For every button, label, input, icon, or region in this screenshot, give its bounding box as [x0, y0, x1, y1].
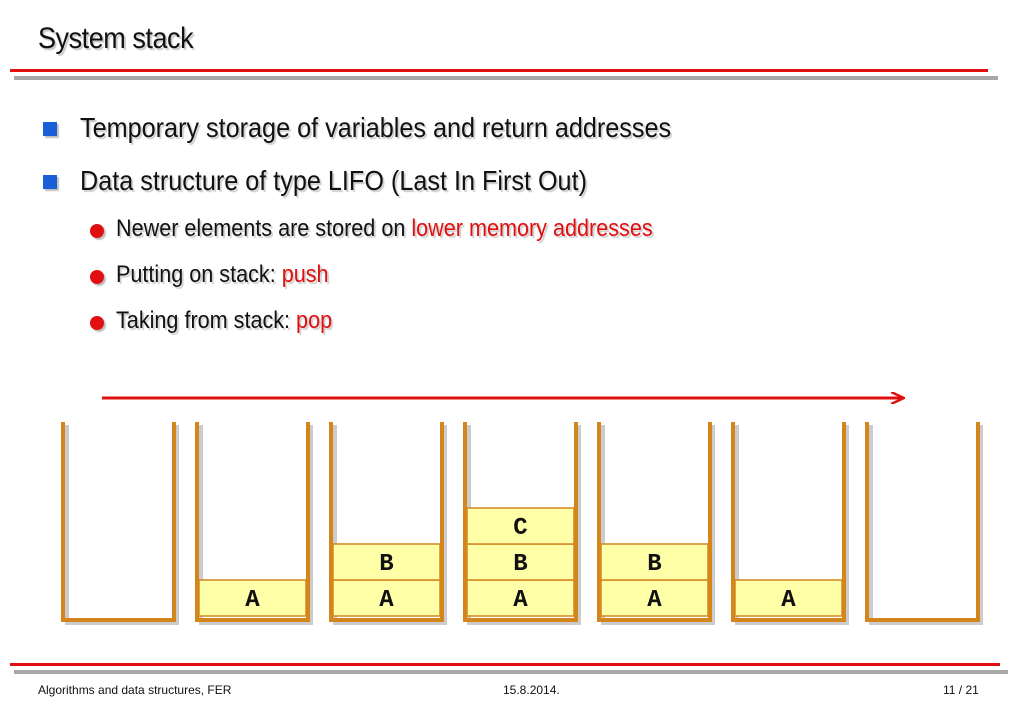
- stack-container: A: [195, 422, 313, 625]
- footer-rule-red: [10, 663, 1000, 666]
- title-rule-red: [10, 69, 988, 72]
- stack-cell: [600, 579, 709, 617]
- stack-outline: [597, 422, 712, 622]
- stack-outline: [731, 422, 846, 622]
- footer-page-number: 11 / 21: [943, 683, 979, 697]
- stack-cell-label: C: [513, 515, 527, 542]
- stack-shadow: [735, 425, 849, 625]
- sub-bullet-item: Newer elements are stored on lower memor…: [116, 215, 653, 243]
- stack-outline: [195, 422, 310, 622]
- stack-outline: [61, 422, 176, 622]
- bullet-item: Temporary storage of variables and retur…: [80, 112, 672, 143]
- stack-cell-label: A: [513, 587, 528, 614]
- sub-bullet-highlight: pop: [296, 307, 333, 334]
- sub-bullet-item: Taking from stack: pop: [116, 307, 332, 335]
- stack-outline: [329, 422, 444, 622]
- stack-cell-label: A: [781, 587, 796, 614]
- title-rule-gray: [14, 76, 998, 80]
- stack-container: AB: [329, 422, 447, 625]
- stack-cell-label: A: [245, 587, 260, 614]
- sub-bullet-text: Putting on stack:: [116, 261, 282, 288]
- stack-outline: [865, 422, 980, 622]
- stack-outline: [463, 422, 578, 622]
- sub-bullet-item: Putting on stack: push: [116, 261, 329, 289]
- round-bullet-icon: [90, 316, 104, 330]
- stack-cell-label: B: [379, 551, 393, 578]
- stack-cell-label: A: [379, 587, 394, 614]
- stack-cell: [332, 579, 441, 617]
- stack-container: [61, 422, 179, 625]
- stack-cell-label: B: [647, 551, 661, 578]
- square-bullet-icon: [43, 175, 57, 189]
- stack-shadow: [333, 425, 447, 625]
- sub-bullet-text: Taking from stack:: [116, 307, 297, 334]
- footer-rule-gray: [14, 670, 1008, 674]
- stack-container: A: [731, 422, 849, 625]
- footer-date: 15.8.2014.: [503, 683, 560, 697]
- round-bullet-icon: [90, 224, 104, 238]
- stack-shadow: [869, 425, 983, 625]
- sub-bullet-text: Newer elements are stored on: [116, 215, 412, 242]
- stack-container: AB: [597, 422, 715, 625]
- round-bullet-icon: [90, 270, 104, 284]
- slide-title: System stack: [38, 22, 194, 55]
- stack-cell-label: A: [647, 587, 662, 614]
- sub-bullet-highlight: push: [281, 261, 329, 288]
- footer-left: Algorithms and data structures, FER: [38, 683, 232, 697]
- stack-container: [865, 422, 983, 625]
- square-bullet-icon: [43, 122, 57, 136]
- stack-cell-label: B: [513, 551, 527, 578]
- stack-shadow: [199, 425, 313, 625]
- stack-shadow: [65, 425, 179, 625]
- stack-shadow: [601, 425, 715, 625]
- stack-container: ABC: [463, 422, 581, 625]
- bullet-item: Data structure of type LIFO (Last In Fir…: [80, 165, 587, 196]
- stack-cell: [466, 507, 575, 545]
- sub-bullet-highlight: lower memory addresses: [411, 215, 653, 242]
